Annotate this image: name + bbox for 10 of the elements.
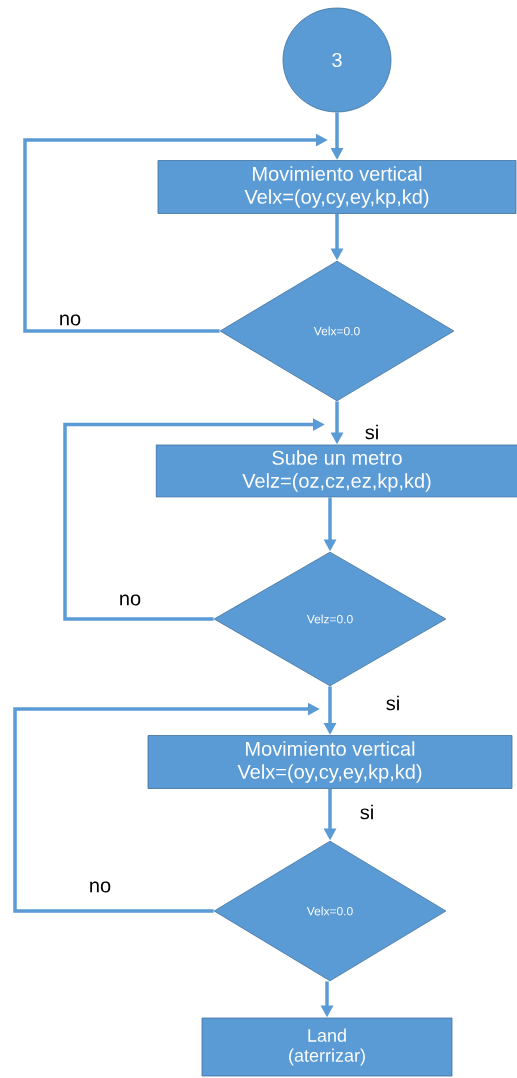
process-box: Movimiento vertical Velx=(oy,cy,ey,kp,kd)	[157, 160, 517, 214]
edge-label: no	[120, 594, 141, 606]
edge-label: si	[365, 424, 378, 440]
edge-label: no	[60, 314, 81, 326]
edge-label: no	[90, 881, 111, 893]
edge-label: si	[360, 804, 373, 820]
process-box: Land (aterrizar)	[201, 1017, 453, 1077]
process-box: Sube un metro Velz=(oz,cz,ez,kp,kd)	[155, 444, 517, 498]
edge-label: si	[386, 695, 399, 711]
process-box: Movimiento vertical Velx=(oy,cy,ey,kp,kd)	[147, 735, 513, 789]
